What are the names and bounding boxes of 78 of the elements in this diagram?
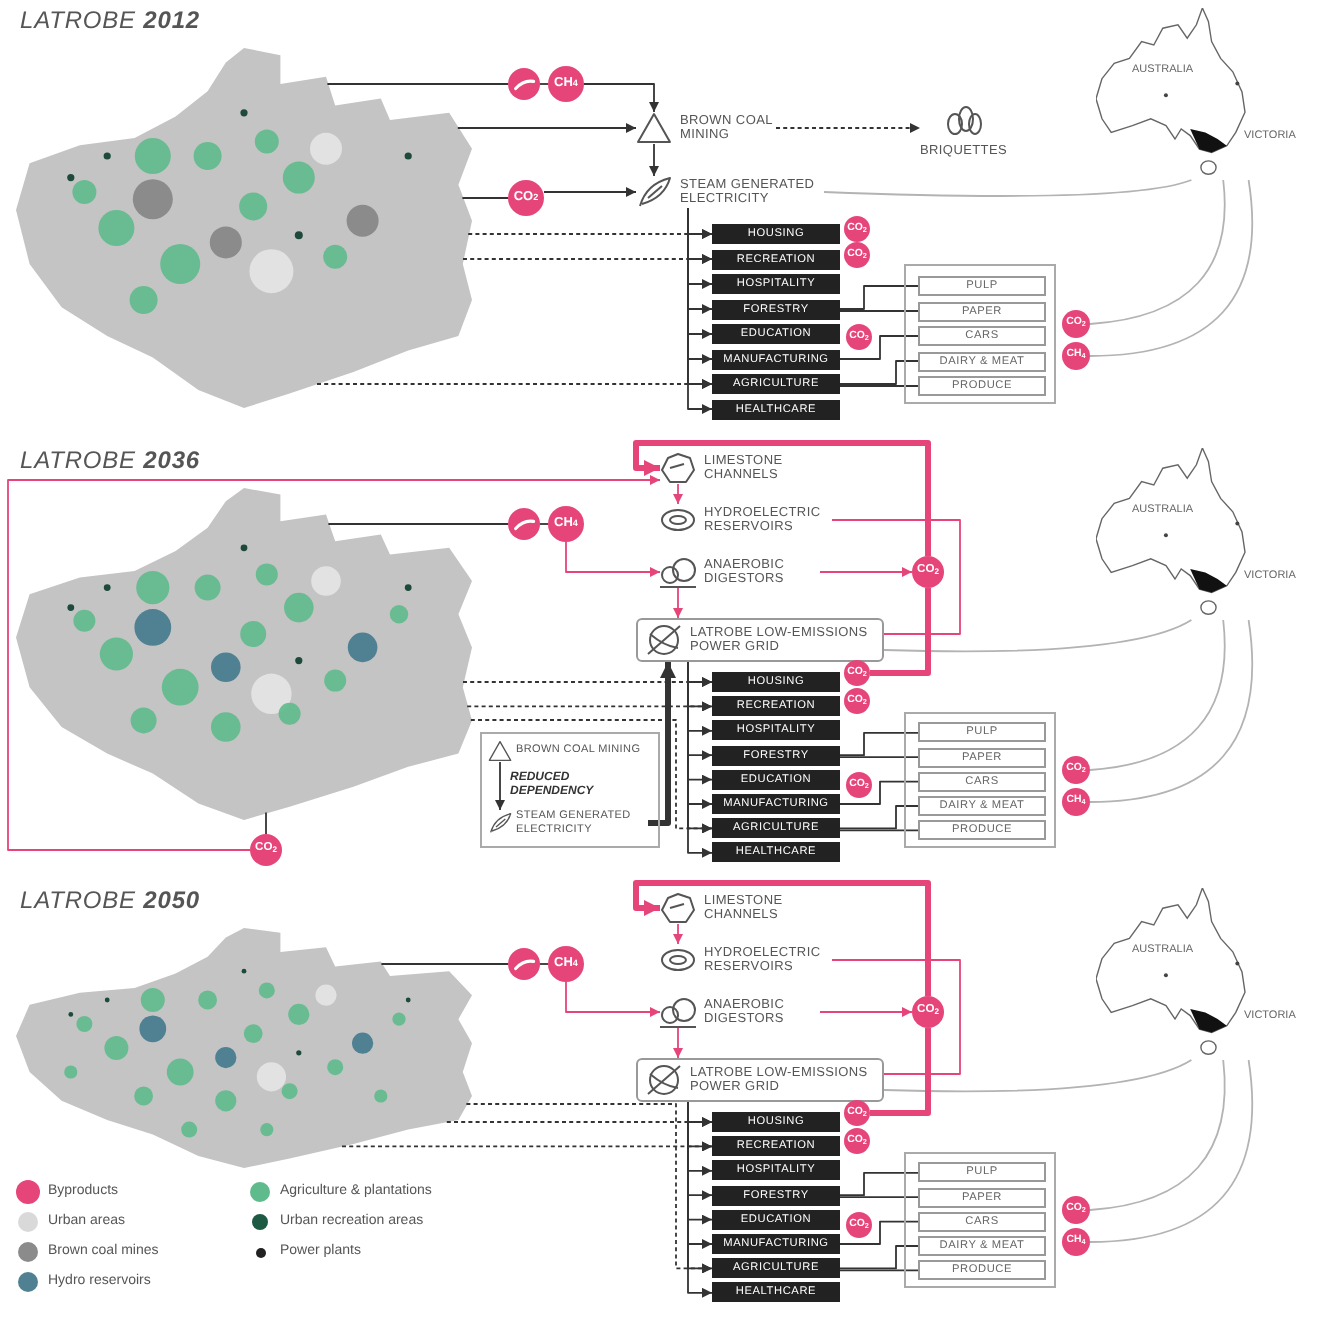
connector-line — [1089, 619, 1226, 771]
arrow — [466, 701, 713, 712]
connector-line — [823, 179, 1193, 197]
arrow — [648, 662, 676, 826]
connector-line — [839, 1196, 919, 1199]
connector-line — [839, 310, 919, 312]
panel-title: LATROBE 2036 — [20, 446, 200, 474]
arrow — [565, 541, 661, 577]
connector-line — [839, 1245, 919, 1270]
arrow — [495, 761, 505, 811]
arrow — [462, 254, 713, 264]
connector-line — [265, 811, 267, 835]
connector-line — [539, 83, 549, 85]
arrow — [673, 587, 683, 619]
connector-line — [1089, 1059, 1253, 1243]
connector-line — [1089, 179, 1226, 325]
arrow — [819, 1007, 913, 1017]
arrow — [456, 123, 637, 133]
connector-line — [883, 619, 1193, 653]
connector-line — [1089, 179, 1253, 357]
arrow — [341, 1141, 713, 1152]
connector-line — [831, 959, 961, 1075]
arrow — [819, 567, 913, 577]
arrow — [7, 475, 661, 851]
arrow — [673, 923, 683, 945]
connector-line — [461, 197, 509, 199]
arrow — [775, 123, 921, 133]
connector-line — [839, 1220, 919, 1245]
legacy-group-box — [480, 732, 660, 848]
connector-line — [839, 1171, 919, 1197]
region-map — [16, 488, 472, 820]
process-box — [636, 1058, 884, 1102]
connector-line — [839, 829, 919, 832]
connector-line — [870, 588, 931, 676]
panel-title: LATROBE 2050 — [20, 886, 200, 914]
stroke-disc-icon — [508, 508, 540, 540]
connector-line — [326, 83, 509, 85]
connector-line — [839, 756, 919, 759]
connector-line — [327, 523, 509, 525]
arrow — [467, 229, 713, 239]
connector-line — [839, 805, 919, 830]
process-box — [636, 618, 884, 662]
arrow — [543, 187, 637, 197]
connector-line — [839, 1269, 919, 1272]
connector-line — [539, 523, 549, 525]
product-group-box — [904, 264, 1056, 404]
arrow — [649, 143, 659, 177]
connector-line — [1089, 619, 1253, 803]
connector-line — [839, 360, 919, 385]
connector-line — [883, 1059, 1193, 1093]
connector-line — [380, 963, 509, 965]
arrow — [583, 83, 659, 113]
arrow — [469, 719, 713, 834]
connector-line — [870, 1028, 931, 1116]
arrow — [633, 440, 931, 556]
arrow — [316, 379, 713, 389]
stroke-disc-icon — [508, 948, 540, 980]
arrow — [673, 1027, 683, 1059]
arrow — [673, 483, 683, 505]
connector-line — [839, 335, 919, 360]
region-map — [16, 928, 472, 1168]
connector-line — [839, 385, 919, 387]
arrow — [633, 880, 931, 996]
connector-line — [1089, 1059, 1226, 1211]
product-group-box — [904, 1152, 1056, 1288]
connector-line — [831, 519, 961, 635]
product-group-box — [904, 712, 1056, 848]
arrow — [565, 981, 661, 1017]
stroke-disc-icon — [508, 68, 540, 100]
arrow — [445, 1117, 713, 1127]
connector-line — [839, 780, 919, 805]
connector-line — [839, 285, 919, 310]
panel-title: LATROBE 2012 — [20, 6, 200, 34]
region-map — [16, 48, 472, 408]
connector-line — [539, 963, 549, 965]
arrow — [462, 677, 713, 687]
arrow — [465, 1103, 713, 1274]
connector-line — [839, 731, 919, 757]
